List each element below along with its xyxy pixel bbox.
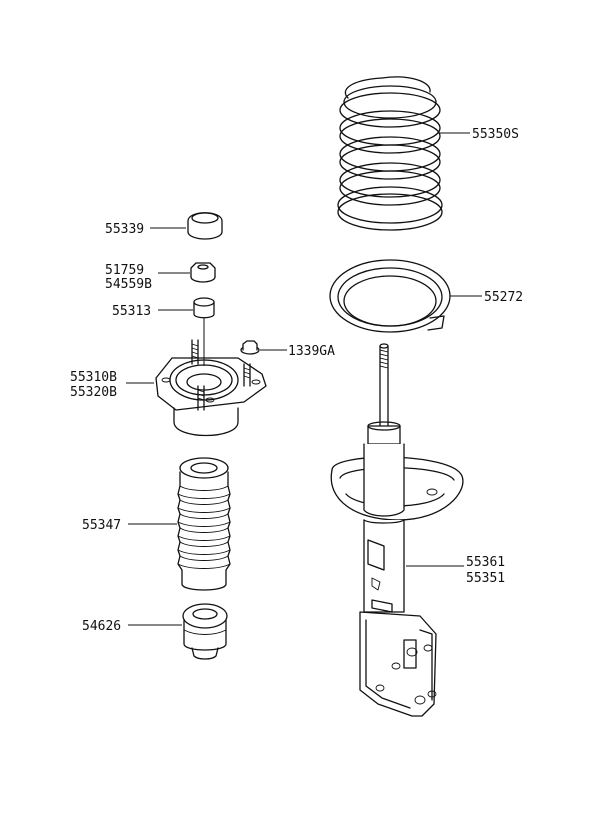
label-spring-pad: 55272 (484, 290, 523, 305)
label-bump-stop: 54626 (82, 619, 121, 634)
label-strut-2: 55351 (466, 571, 505, 586)
strut-mount (155, 339, 267, 437)
label-mount-2: 55320B (70, 385, 117, 400)
strut-assembly (330, 343, 464, 717)
label-nut: 51759 (105, 263, 144, 278)
self-locking-nut (190, 262, 216, 283)
label-flange-nut: 1339GA (288, 344, 335, 359)
label-spring: 55350S (472, 127, 519, 142)
label-strut-1: 55361 (466, 555, 505, 570)
dust-cap (187, 212, 223, 240)
dust-boot (177, 457, 231, 591)
spring-pad (329, 259, 451, 333)
label-dust-boot: 55347 (82, 518, 121, 533)
label-mount-1: 55310B (70, 370, 117, 385)
coil-spring (337, 76, 443, 231)
label-washer: 54559B (105, 277, 152, 292)
label-cap: 55339 (105, 222, 144, 237)
flange-nut (240, 340, 260, 355)
label-bushing: 55313 (112, 304, 151, 319)
bump-stop (182, 603, 228, 660)
bushing (193, 297, 215, 319)
